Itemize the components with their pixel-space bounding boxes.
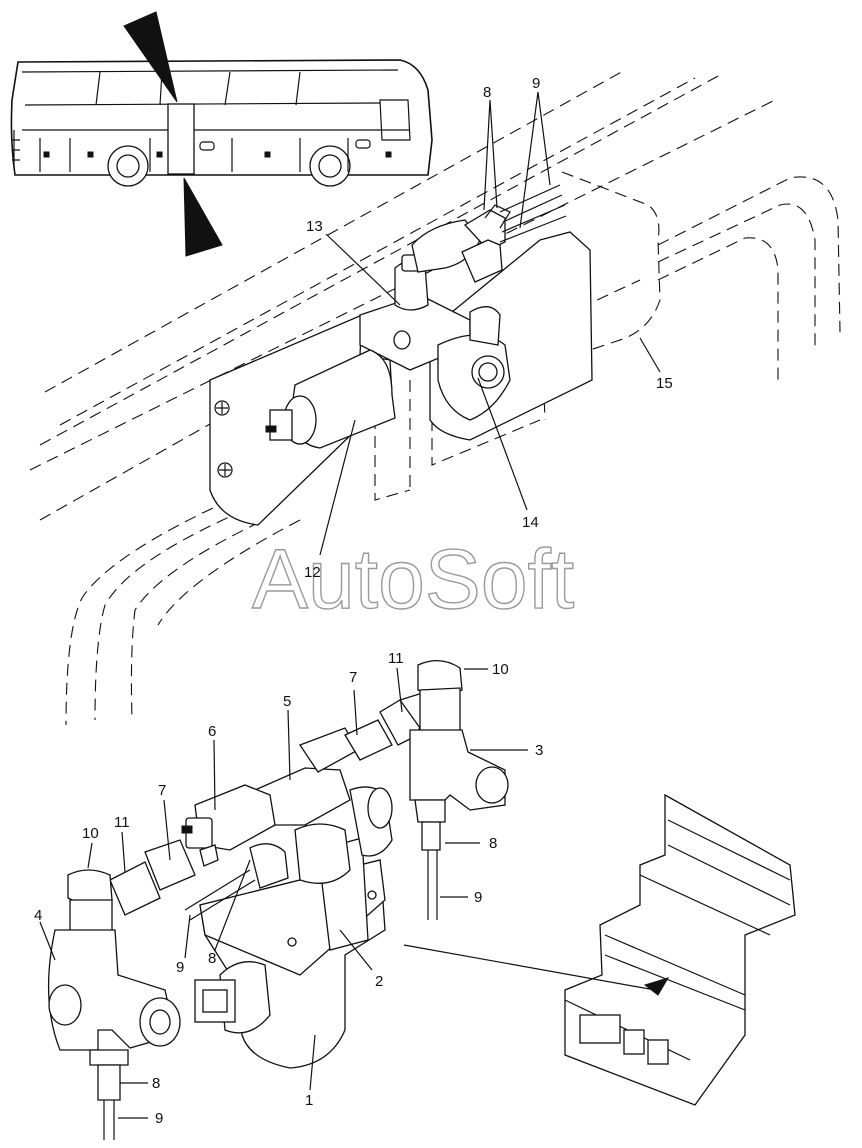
callout-10-right: 10	[492, 661, 509, 678]
lower-exploded-assembly	[47, 660, 509, 1140]
callout-9-top: 9	[532, 75, 540, 92]
callout-12: 12	[304, 564, 321, 581]
callout-11-right: 11	[388, 650, 404, 667]
callout-8-top: 8	[483, 84, 491, 101]
callout-8-right: 8	[489, 835, 497, 852]
callout-9-mid: 9	[176, 959, 184, 976]
callout-3: 3	[535, 742, 543, 759]
location-arrow-lower	[183, 177, 223, 257]
callout-9-right: 9	[474, 889, 482, 906]
callout-2: 2	[375, 973, 383, 990]
watermark-text: AutoSoft	[252, 532, 574, 626]
callout-7-right: 7	[349, 669, 357, 686]
upper-valve-assembly	[209, 184, 593, 526]
callout-11-left: 11	[114, 814, 130, 831]
callout-13: 13	[306, 218, 323, 235]
callout-14: 14	[522, 514, 539, 531]
callout-8-mid: 8	[208, 950, 216, 967]
bus-locator-illustration	[10, 11, 433, 257]
callout-10-left: 10	[82, 825, 99, 842]
leader-lines	[39, 91, 661, 1119]
callout-1: 1	[305, 1092, 313, 1109]
callout-7-left: 7	[158, 782, 166, 799]
callout-5: 5	[283, 693, 291, 710]
location-arrow-upper	[123, 11, 178, 103]
callout-4: 4	[34, 907, 42, 924]
callout-6: 6	[208, 723, 216, 740]
callout-labels: 1 2 3 4 5 6 7 7 8 8 8 8 9 9 9 9 10 10 11…	[34, 75, 673, 1127]
mounting-location-inset	[403, 793, 796, 1106]
callout-9-left: 9	[155, 1110, 163, 1127]
callout-8-left: 8	[152, 1075, 160, 1092]
callout-15: 15	[656, 375, 673, 392]
